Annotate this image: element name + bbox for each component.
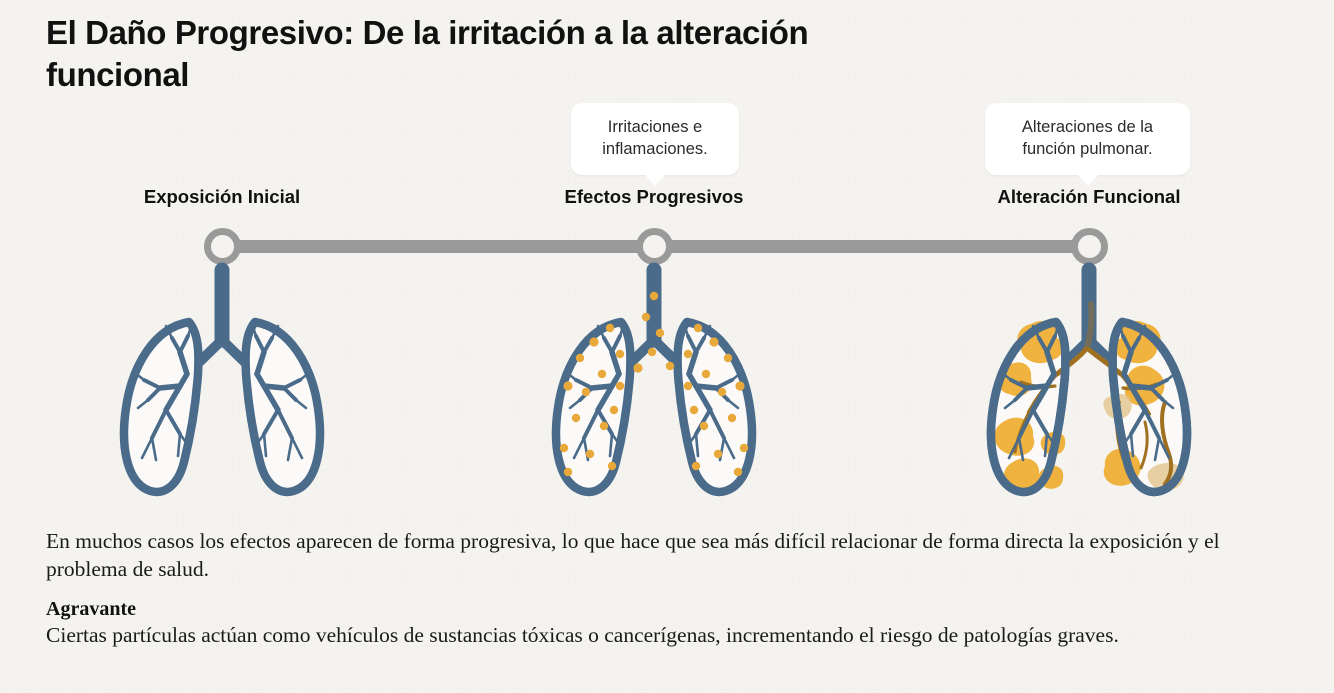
page-title: El Daño Progresivo: De la irritación a l… (46, 14, 809, 94)
paragraph-progresivo: En muchos casos los efectos aparecen de … (46, 529, 1220, 581)
agravante-section: Agravante Ciertas partículas actúan como… (46, 597, 1246, 650)
agravante-heading: Agravante (46, 598, 136, 620)
agravante-text: Ciertas partículas actúan como vehículos… (46, 623, 1119, 647)
stage-label-alteracion-funcional: Alteración Funcional (997, 186, 1181, 207)
timeline-node-stage-2[interactable] (635, 228, 673, 265)
tooltip-alteracion-funcional: Alteraciones de la función pulmonar. (985, 103, 1190, 186)
lungs-illustration-damaged (959, 262, 1219, 507)
tooltip-tail-icon (1076, 173, 1099, 186)
lungs-illustration-particles (524, 262, 784, 507)
stage-label-exposicion-inicial: Exposición Inicial (143, 186, 301, 207)
timeline-node-stage-1[interactable] (203, 228, 241, 265)
tooltip-tail-icon (644, 173, 666, 186)
tooltip-text: Alteraciones de la función pulmonar. (1021, 118, 1154, 159)
stage-label-efectos-progresivos: Efectos Progresivos (564, 186, 744, 207)
lungs-illustration-clean (92, 262, 352, 507)
tooltip-efectos-progresivos: Irritaciones e inflamaciones. (571, 103, 739, 186)
tooltip-text: Irritaciones e inflamaciones. (602, 118, 708, 159)
timeline-node-stage-3[interactable] (1070, 228, 1108, 265)
